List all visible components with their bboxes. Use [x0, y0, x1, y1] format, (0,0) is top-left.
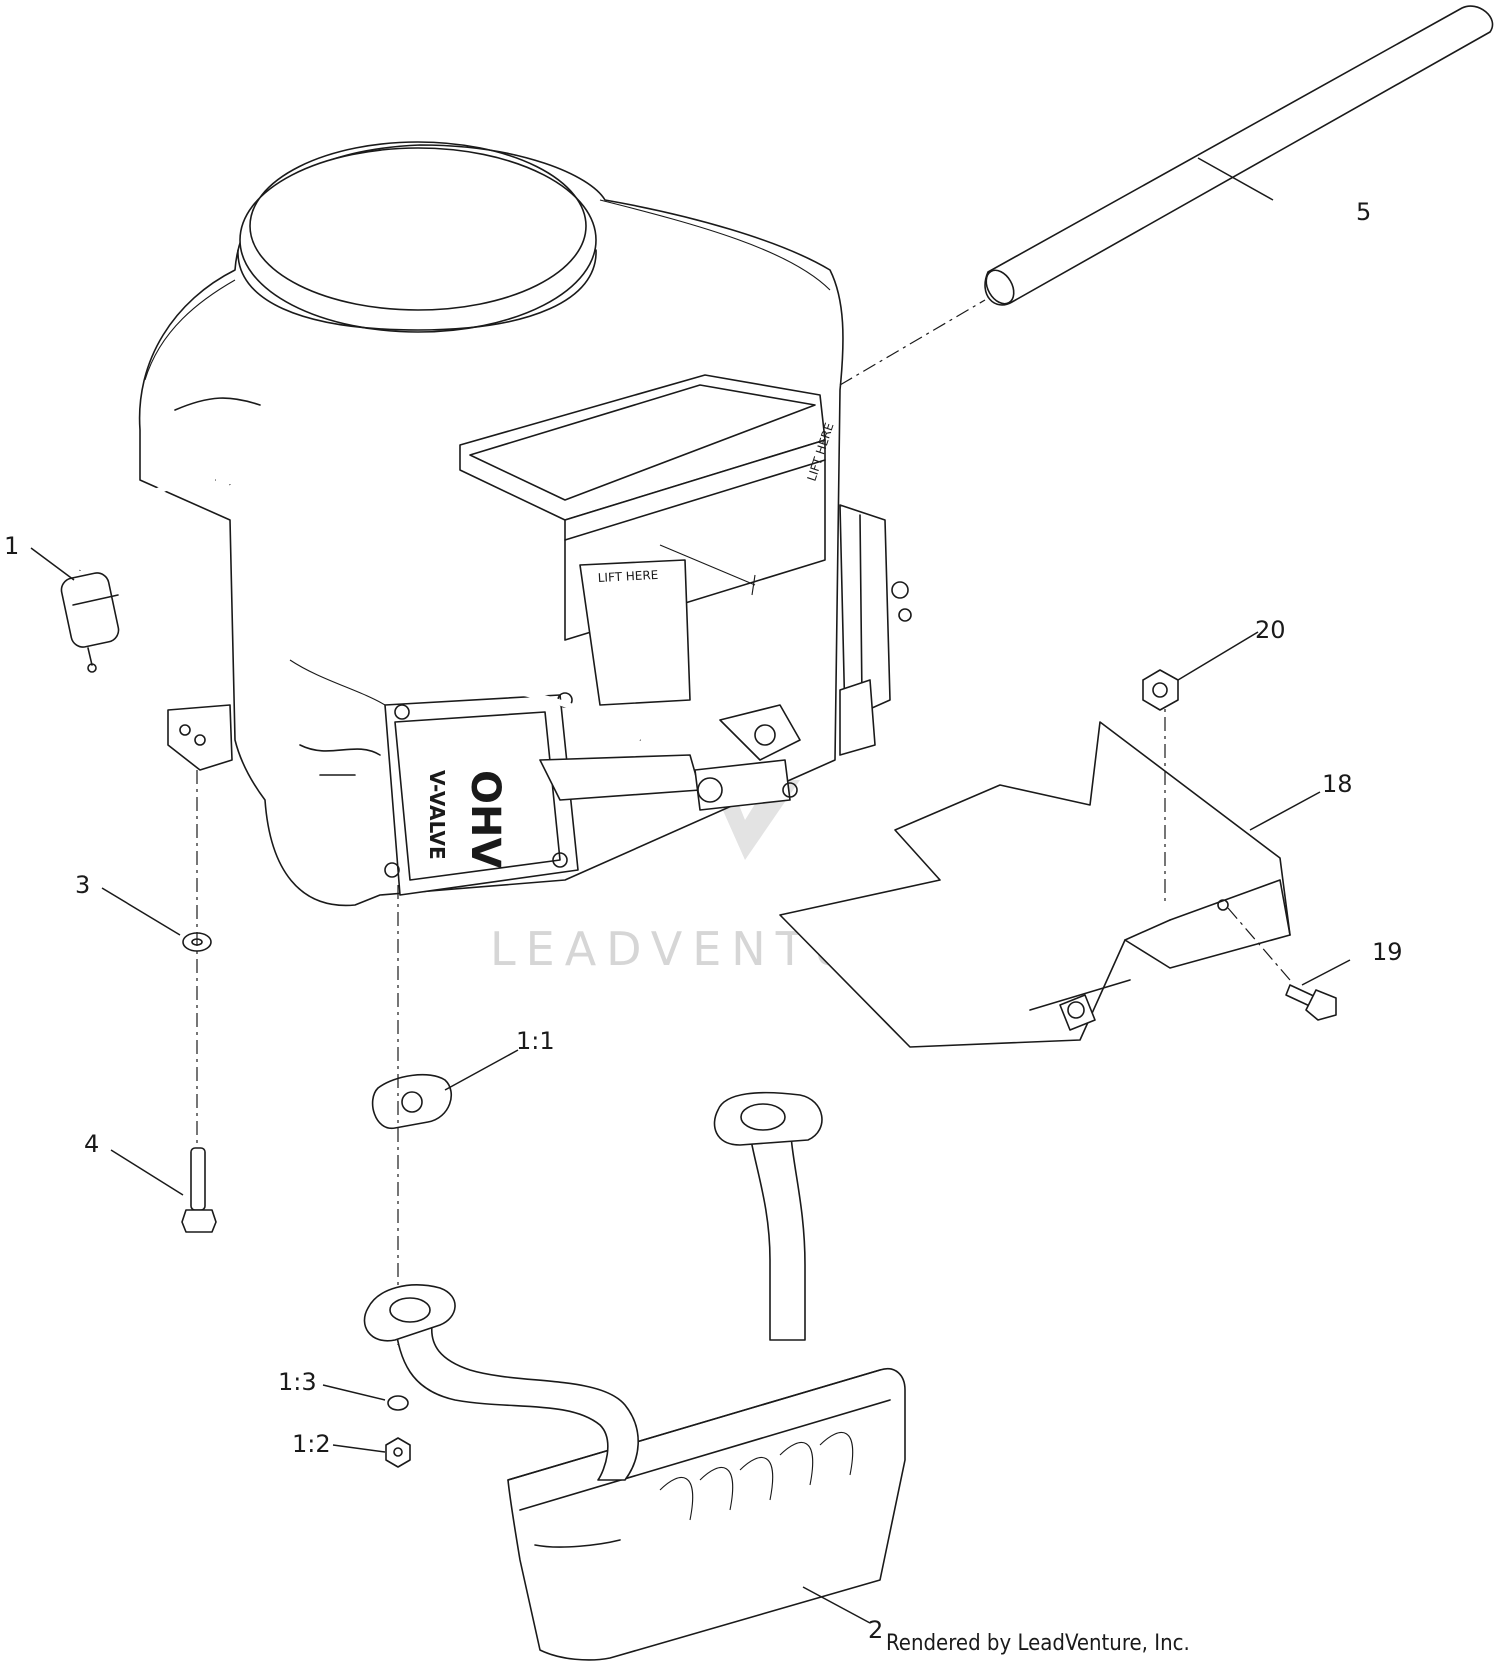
engine-assembly: LIFT HERE LIFT HERE OHV V-VALVE: [77, 141, 912, 907]
bolt-4: [181, 1147, 217, 1233]
callout-4: 4: [84, 1130, 99, 1158]
nut-1-2: [385, 1437, 411, 1468]
callout-18: 18: [1322, 770, 1353, 798]
callout-leaders: [30, 157, 1351, 1624]
credit-text: Rendered by LeadVenture, Inc.: [886, 1631, 1190, 1656]
callout-1-3: 1:3: [278, 1368, 317, 1396]
ohv-text: OHV: [462, 770, 508, 868]
lift-here-front-text: LIFT HERE: [597, 568, 658, 585]
lock-washer-1-3: [387, 1395, 409, 1411]
callout-1-1: 1:1: [516, 1027, 555, 1055]
gasket-1-1: [371, 1073, 453, 1129]
callout-3: 3: [75, 871, 90, 899]
callout-1-2: 1:2: [292, 1430, 331, 1458]
fuel-filter: [60, 572, 120, 673]
pipe: [839, 5, 1494, 386]
callout-19: 19: [1372, 938, 1403, 966]
flange-nut-20: [1142, 669, 1179, 711]
callout-20: 20: [1255, 616, 1286, 644]
callout-5: 5: [1356, 198, 1371, 226]
bolt-19: [1285, 984, 1337, 1021]
callout-1: 1: [4, 532, 19, 560]
callout-2: 2: [868, 1616, 883, 1644]
muffler: [363, 1091, 906, 1661]
heat-shield: [779, 690, 1291, 1048]
v-valve-text: V-VALVE: [425, 770, 449, 860]
